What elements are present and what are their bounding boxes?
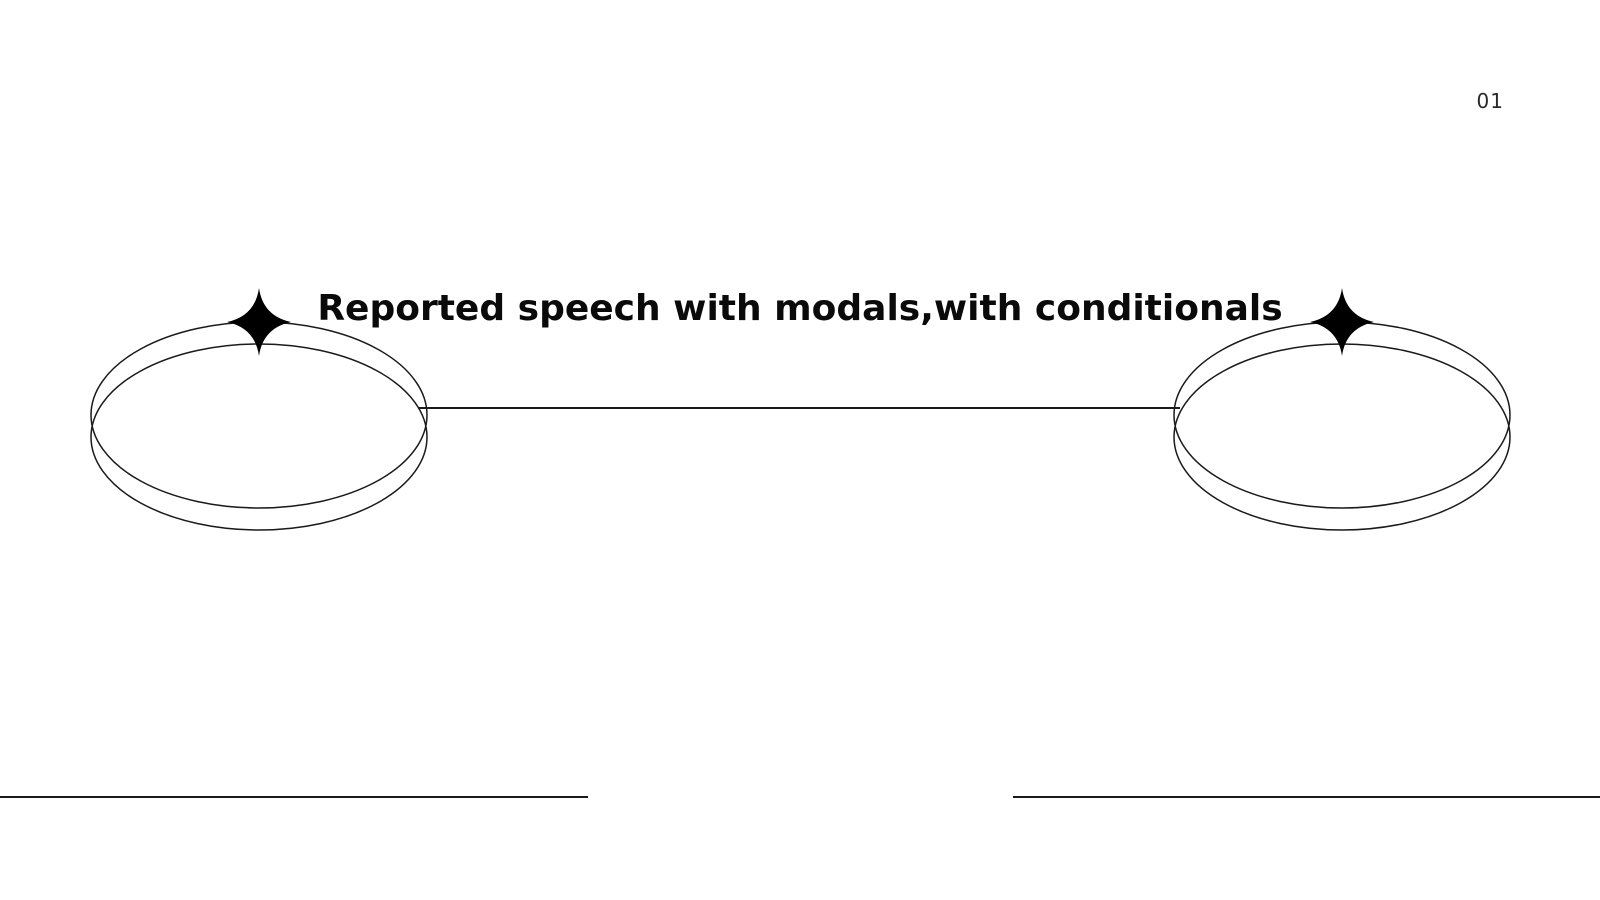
right-ring-bottom-ellipse [1173,343,1511,531]
right-sparkle-icon [1310,288,1374,356]
page-number: 01 [1476,89,1504,113]
slide-title: Reported speech with modals,with conditi… [317,288,1283,329]
left-sparkle-icon [227,288,291,356]
left-ring-bottom-ellipse [90,343,428,531]
